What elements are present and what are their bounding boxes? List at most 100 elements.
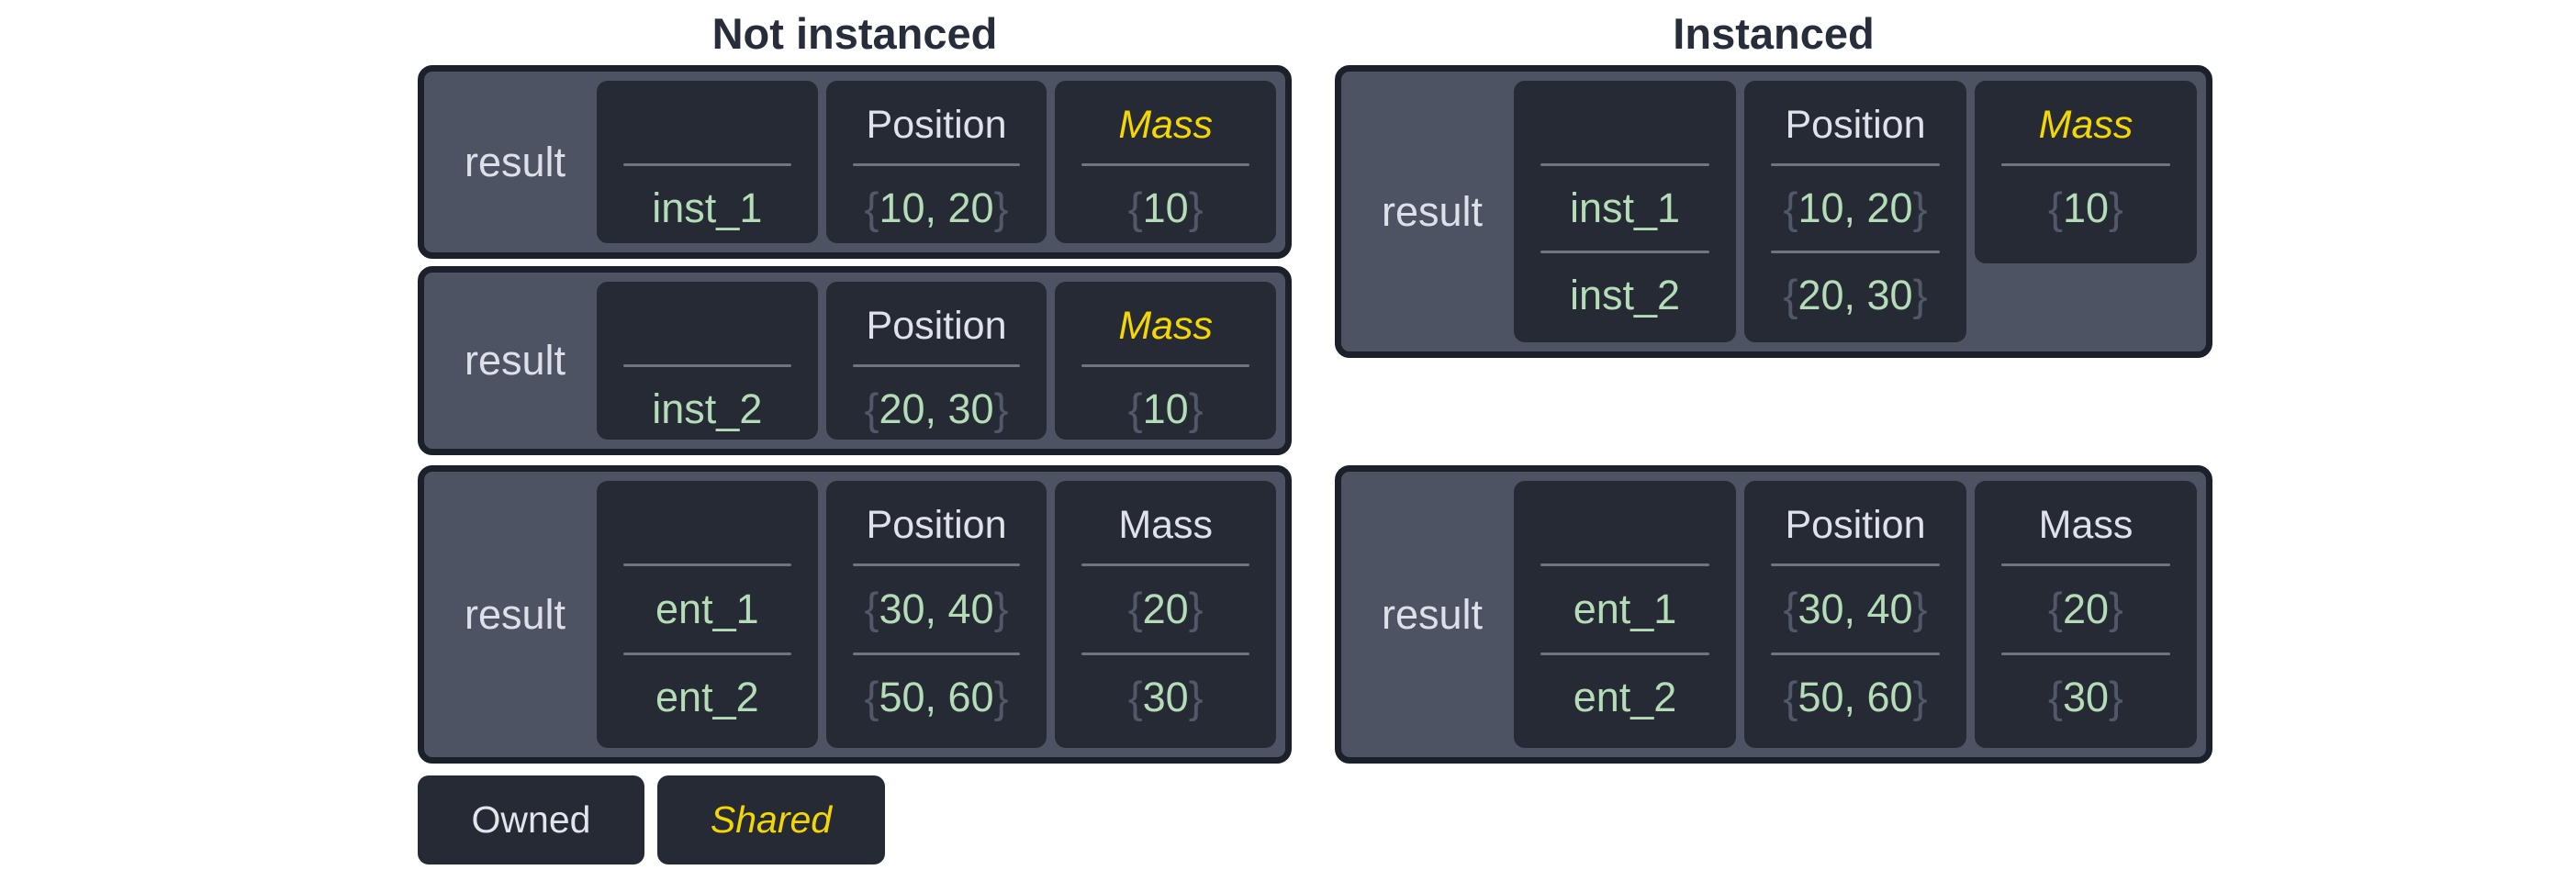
value-text: 30, 40 [879,585,994,632]
brace-open: { [864,673,879,722]
component-cells: ent_1 ent_2 Position {30, 40} {50, 60} M… [1514,481,2197,748]
position-column-cell: Position {30, 40} {50, 60} [1744,481,1966,748]
divider [1081,652,1250,655]
divider [1540,251,1709,253]
section-title-instanced: Instanced [1673,9,1875,58]
result-table-not-instanced-1: result inst_1 Position {10, 20} Mass {10… [418,65,1292,259]
brace-close: } [993,585,1009,634]
value-text: 10 [1142,184,1189,231]
entity-name: inst_1 [652,184,763,231]
value-text: 20 [2062,585,2110,632]
brace-close: } [993,673,1009,722]
divider [622,364,791,367]
brace-open: { [864,585,879,634]
component-value: {10} [1055,367,1276,452]
entity-column-cell: ent_1 ent_2 [597,481,818,748]
entity-column-cell: ent_1 ent_2 [1514,481,1736,748]
component-value: {20, 30} [1744,253,1966,338]
entity-column-cell: inst_1 inst_2 [1514,81,1736,342]
position-column-cell: Position {10, 20} {20, 30} [1744,81,1966,342]
divider [1081,364,1250,367]
divider [1771,563,1940,566]
value-text: 30 [1142,674,1189,721]
mass-column-cell: Mass {10} [1055,81,1277,243]
brace-open: { [864,385,879,434]
result-label: result [1381,187,1484,235]
position-column-cell: Position {10, 20} [825,81,1047,243]
component-value: {10} [1055,166,1276,251]
divider [1771,251,1940,253]
component-cells: inst_1 inst_2 Position {10, 20} {20, 30}… [1514,81,2197,342]
divider [1771,163,1940,166]
brace-close: } [2109,585,2123,634]
entity-name: inst_2 [652,385,763,432]
component-value: {20, 30} [826,367,1047,452]
value-text: 50, 60 [879,674,994,721]
brace-open: { [2048,673,2063,722]
mass-column-cell: Mass {20} {30} [1975,481,2197,748]
component-value: {30, 40} [1744,566,1966,652]
result-label: result [464,590,566,638]
brace-close: } [2109,673,2123,722]
brace-close: } [1188,585,1204,634]
entity-name: inst_1 [1569,184,1681,231]
brace-close: } [1188,385,1204,434]
divider [1540,652,1709,655]
column-header-mass-shared: Mass [1118,303,1214,348]
component-value: {30, 40} [826,566,1047,652]
brace-open: { [2048,184,2063,233]
component-cells: ent_1 ent_2 Position {30, 40} {50, 60} M… [597,481,1277,748]
component-value: {20} [1055,566,1276,652]
entity-name: inst_2 [1569,272,1681,318]
component-cells: inst_1 Position {10, 20} Mass {10} [597,81,1277,243]
brace-close: } [993,184,1009,233]
result-table-instanced-2: result ent_1 ent_2 Position {30, 40} {50… [1335,465,2212,764]
mass-column-cell: Mass {20} {30} [1055,481,1277,748]
brace-open: { [1783,271,1798,320]
brace-open: { [1783,585,1798,634]
value-text: 20, 30 [879,385,994,432]
brace-open: { [1127,585,1143,634]
divider [2001,163,2170,166]
value-text: 50, 60 [1798,674,1913,721]
position-column-cell: Position {30, 40} {50, 60} [825,481,1047,748]
brace-close: } [2109,184,2123,233]
divider [1540,563,1709,566]
value-text: 10, 20 [1798,184,1913,231]
divider [1081,563,1250,566]
value-text: 20, 30 [1798,272,1913,318]
column-header-position: Position [866,102,1007,147]
result-table-instanced-1: result inst_1 inst_2 Position {10, 20} {… [1335,65,2212,358]
value-text: 10, 20 [879,184,994,231]
mass-column-cell-shared-single: Mass {10} [1975,81,2197,263]
value-text: 30 [2062,674,2110,721]
component-value: {50, 60} [1744,655,1966,742]
divider [2001,652,2170,655]
brace-close: } [1912,184,1928,233]
entity-name: ent_1 [655,585,759,632]
brace-open: { [1127,184,1143,233]
result-table-not-instanced-2: result inst_2 Position {20, 30} Mass {10… [418,266,1292,455]
section-title-not-instanced: Not instanced [711,9,998,58]
divider [622,163,791,166]
brace-open: { [1127,385,1143,434]
entity-name: ent_1 [1573,585,1677,632]
column-header-mass: Mass [2038,502,2134,547]
column-header-mass-shared: Mass [2038,102,2134,147]
position-column-cell: Position {20, 30} [825,282,1047,440]
divider [852,563,1021,566]
brace-close: } [1188,184,1204,233]
entity-column-cell: inst_2 [597,282,818,440]
entity-name: ent_2 [1573,674,1677,721]
component-value: {30} [1055,655,1276,742]
result-label: result [464,337,566,384]
value-text: 10 [1142,385,1189,432]
brace-open: { [1783,184,1798,233]
divider [1540,163,1709,166]
column-header-position: Position [866,502,1007,547]
brace-open: { [2048,585,2063,634]
component-value: {10, 20} [826,166,1047,251]
divider [1081,163,1250,166]
entity-column-cell: inst_1 [597,81,818,243]
